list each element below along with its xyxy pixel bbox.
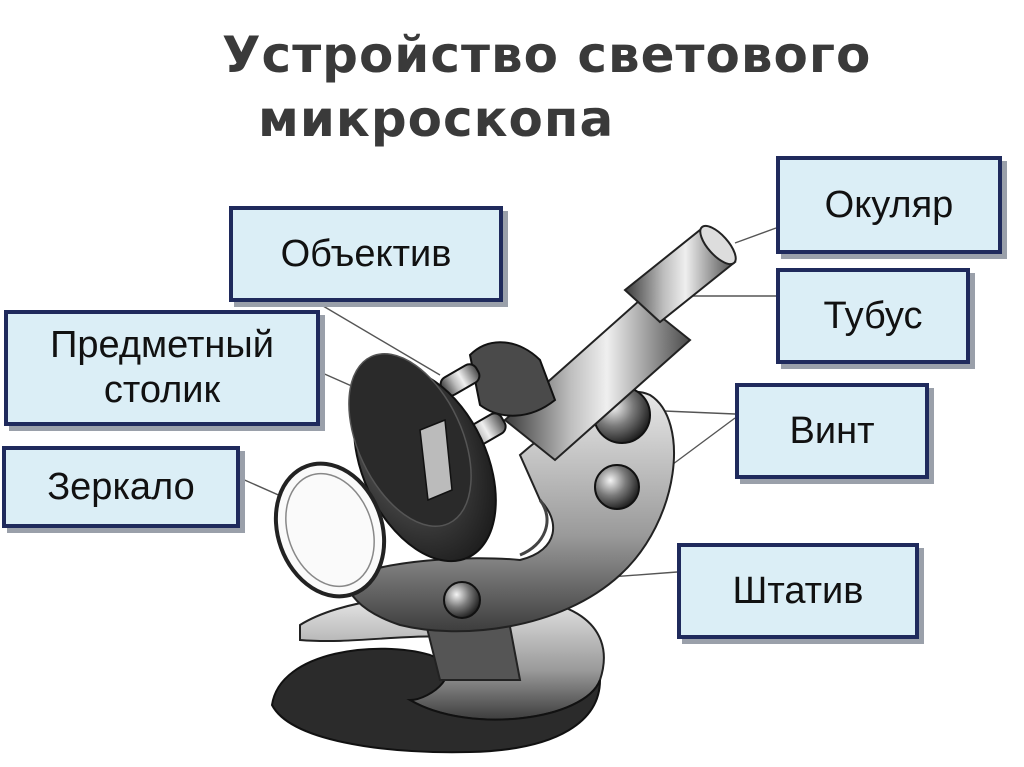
label-objective: Объектив [229,206,503,302]
label-mirror: Зеркало [2,446,240,528]
diagram-title-line-1: Устройство светового [222,26,872,84]
label-screw: Винт [735,383,929,479]
label-eyepiece: Окуляр [776,156,1002,254]
microscope-arm [343,390,675,633]
label-tube: Тубус [776,268,970,364]
label-stage: Предметный столик [4,310,320,426]
microscope-base [270,595,605,754]
label-stand: Штатив [677,543,919,639]
mirror [273,461,387,599]
diagram-title-line-2: микроскопа [258,90,615,148]
stage [348,353,497,563]
microscope-tube [468,224,737,462]
